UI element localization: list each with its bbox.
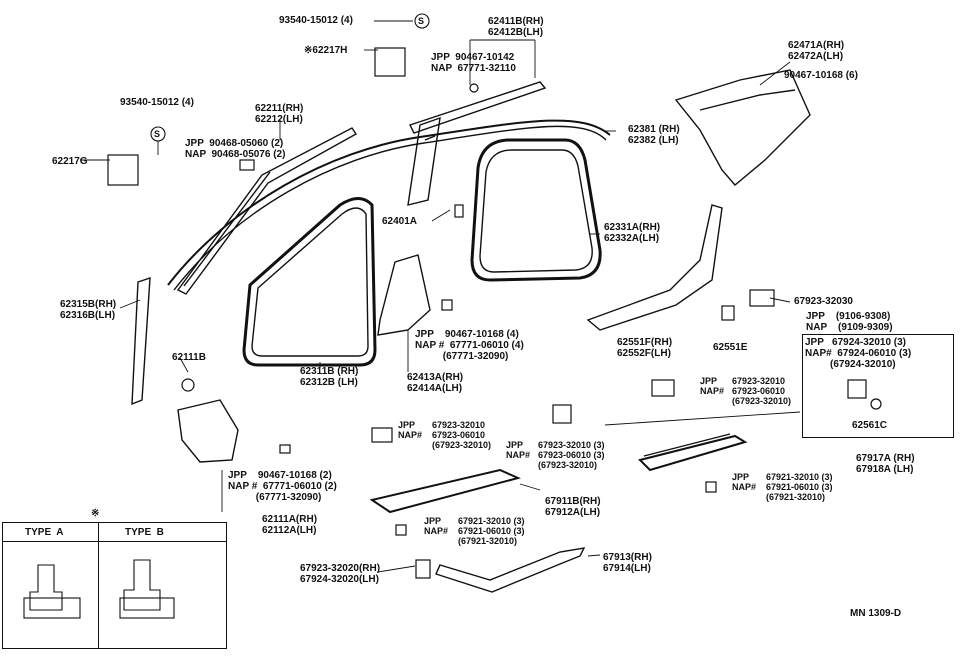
label-62411b-fasteners: JPP 90467-10142 NAP 67771-32110 <box>431 52 516 74</box>
type-legend-divider <box>98 523 99 648</box>
label-62111a-fasteners: JPP 90467-10168 (2) NAP # 67771-06010 (2… <box>228 470 337 503</box>
label-62561c-fasteners: JPP 67924-32010 (3) NAP# 67924-06010 (3)… <box>805 337 912 370</box>
label-67913: 67913(RH) 67914(LH) <box>603 552 652 574</box>
label-clip-right-nums: 67923-32010 67923-06010 (67923-32010) <box>732 376 792 406</box>
clip-detail-box <box>802 334 954 438</box>
label-clip-left-nums: 67923-32010 67923-06010 (67923-32010) <box>432 420 492 450</box>
roof-weatherstrip <box>167 119 611 286</box>
type-legend: TYPE A TYPE B <box>2 522 227 649</box>
label-62551e: 62551E <box>713 342 748 353</box>
label-62315b: 62315B(RH) 62316B(LH) <box>60 299 117 321</box>
center-pillar-lower <box>377 254 431 336</box>
roof-rail-garnish <box>409 81 547 134</box>
label-62411b: 62411B(RH) 62412B(LH) <box>488 16 544 38</box>
rear-door-weatherstrip <box>470 138 602 282</box>
label-62111b: 62111B <box>172 352 206 363</box>
label-62551f: 62551F(RH) 62552F(LH) <box>617 337 673 359</box>
label-62217h: ※62217H <box>304 45 348 56</box>
type-b-label: TYPE B <box>125 527 164 538</box>
label-67923-32020: 67923-32020(RH) 67924-32020(LH) <box>300 563 381 585</box>
rear-pillar-garnish <box>586 204 723 331</box>
label-62413a: 62413A(RH) 62414A(LH) <box>407 372 464 394</box>
front-pillar-garnish <box>176 127 358 295</box>
s-symbol-top: S <box>418 16 425 26</box>
label-67923-32030: 67923-32030 <box>794 296 853 307</box>
label-clip-mid: JPP NAP# <box>506 440 531 460</box>
quarter-trim <box>674 69 811 186</box>
label-62211: 62211(RH) 62212(LH) <box>255 103 304 125</box>
label-93540-top: 93540-15012 (4) <box>279 15 353 26</box>
label-62381: 62381 (RH) 62382 (LH) <box>628 124 680 146</box>
label-62561c: 62561C <box>852 420 888 431</box>
label-62311b: 62311B (RH) 62312B (LH) <box>300 366 359 388</box>
label-62471a: 62471A(RH) 62472A(LH) <box>788 40 845 62</box>
label-67917a: 67917A (RH) 67918A (LH) <box>856 453 915 475</box>
type-legend-asterisk: ※ <box>91 508 100 519</box>
label-67917a-fasteners: JPP NAP# <box>732 472 757 492</box>
type-legend-header <box>3 523 226 542</box>
label-67911b: 67911B(RH) 67912A(LH) <box>545 496 601 518</box>
label-62331a: 62331A(RH) 62332A(LH) <box>604 222 661 244</box>
label-clip-mid-nums: 67923-32010 (3) 67923-06010 (3) (67923-3… <box>538 440 605 470</box>
label-62413a-fasteners: JPP 90467-10168 (4) NAP # 67771-06010 (4… <box>415 329 524 362</box>
label-62211-fasteners: JPP 90468-05060 (2) NAP 90468-05076 (2) <box>185 138 286 160</box>
label-67911b-fasteners: JPP NAP# <box>424 516 449 536</box>
front-pillar-lower <box>131 277 151 406</box>
label-67911b-nums: 67921-32010 (3) 67921-06010 (3) (67921-3… <box>458 516 525 546</box>
diagram-code: MN 1309-D <box>850 608 902 619</box>
front-scuff-plate <box>369 468 521 514</box>
label-62217g: 62217G <box>52 156 88 167</box>
label-62401a: 62401A <box>382 216 418 227</box>
rear-scuff-plate <box>638 434 748 472</box>
s-symbol-left: S <box>154 129 161 139</box>
center-pillar-upper <box>407 116 441 206</box>
cowl-side-trim <box>177 399 239 463</box>
front-door-weatherstrip <box>242 197 377 367</box>
label-clip-left: JPP NAP# <box>398 420 423 440</box>
step-cover <box>435 547 586 593</box>
label-62561c-dates: JPP (9106-9308) NAP (9109-9309) <box>806 311 893 333</box>
label-67917a-nums: 67921-32010 (3) 67921-06010 (3) (67921-3… <box>766 472 833 502</box>
label-62111a: 62111A(RH) 62112A(LH) <box>262 514 318 536</box>
label-93540-left: 93540-15012 (4) <box>120 97 194 108</box>
label-clip-right: JPP NAP# <box>700 376 725 396</box>
label-90467-6: 90467-10168 (6) <box>784 70 858 81</box>
type-a-label: TYPE A <box>25 527 64 538</box>
